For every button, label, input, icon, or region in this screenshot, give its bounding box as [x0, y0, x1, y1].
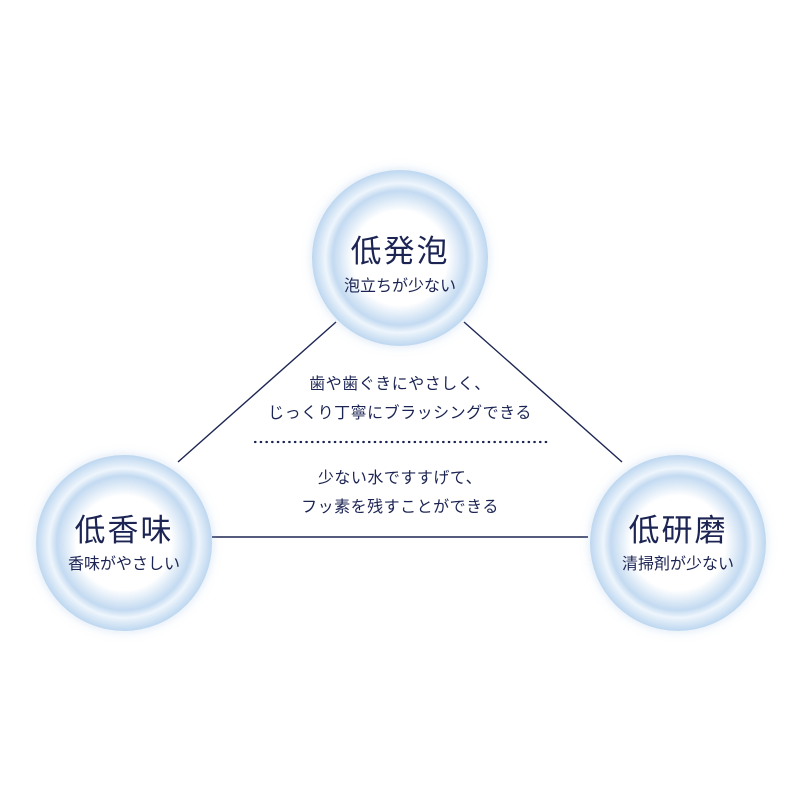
node-subtitle: 清掃剤が少ない [621, 554, 734, 573]
node-circle [36, 455, 212, 631]
description-upper: 歯や歯ぐきにやさしく、 じっくり丁寧にブラッシングできる [200, 369, 600, 427]
node-title: 低香味 [74, 513, 174, 549]
node-circle [312, 170, 488, 346]
description-line: フッ素を残すことができる [301, 497, 499, 516]
node-title: 低発泡 [350, 234, 450, 270]
description-lower: 少ない水ですすげて、 フッ素を残すことができる [200, 463, 600, 521]
node-circle [590, 455, 766, 631]
description-line: 少ない水ですすげて、 [317, 468, 483, 487]
node-subtitle: 泡立ちが少ない [343, 276, 456, 295]
description-line: じっくり丁寧にブラッシングできる [268, 403, 532, 422]
node-subtitle: 香味がやさしい [67, 554, 180, 573]
edge-top-left [177, 321, 337, 463]
edge-top-right [463, 321, 623, 463]
node-title: 低研磨 [628, 513, 728, 549]
description-line: 歯や歯ぐきにやさしく、 [309, 374, 491, 393]
